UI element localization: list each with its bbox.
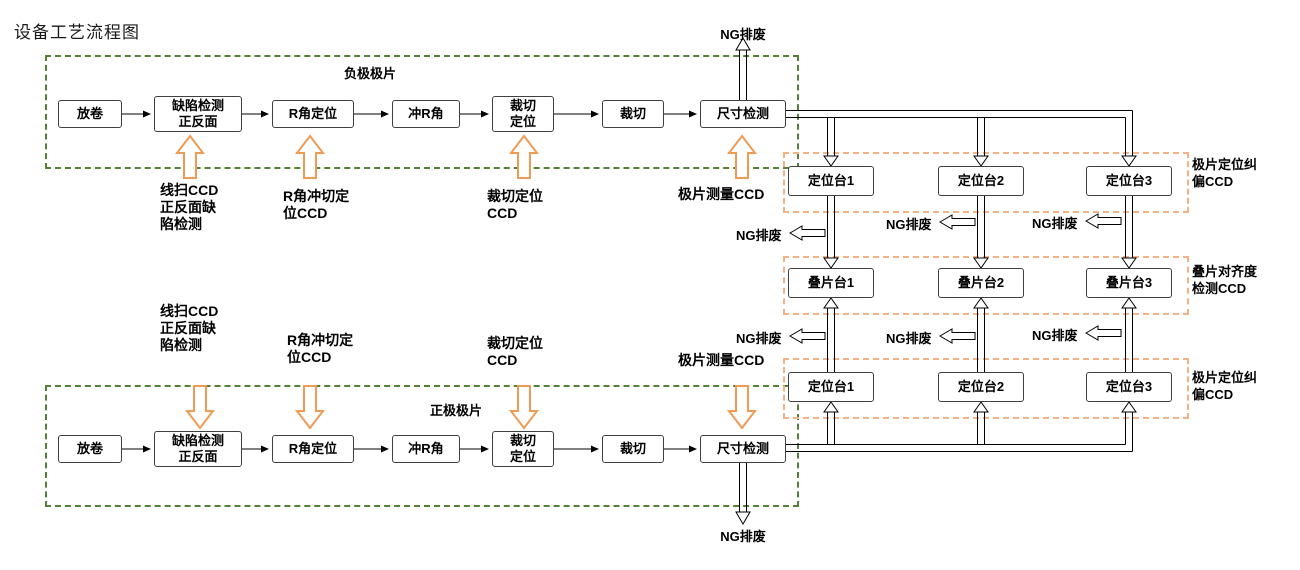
- transfer-pipes-top: [786, 110, 1137, 167]
- ccd-label-linescan-neg: 线扫CCD 正反面缺 陷检测: [160, 182, 219, 232]
- negative-section-frame: [45, 55, 799, 169]
- step-box-cut-position-pos: 裁切 定位: [492, 431, 554, 467]
- ng-label-pos1: NG排废: [736, 228, 782, 243]
- ng-left-arrow-icons: [789, 213, 1122, 344]
- positioning-table-bottom-3: 定位台3: [1086, 372, 1172, 402]
- stacking-table-1: 叠片台1: [788, 268, 874, 298]
- ccd-label-rcorner-pos: R角冲切定 位CCD: [287, 332, 354, 365]
- positioning-bottom-frame: [783, 358, 1189, 419]
- ccd-label-cut-neg: 裁切定位 CCD: [487, 188, 543, 221]
- positioning-table-top-1: 定位台1: [788, 166, 874, 196]
- step-box-cut-neg: 裁切: [602, 100, 664, 128]
- positioning-table-bottom-2: 定位台2: [938, 372, 1024, 402]
- ng-label-pos2: NG排废: [886, 217, 932, 232]
- step-box-size-inspect-neg: 尺寸检测: [700, 100, 786, 128]
- ccd-label-measure-neg: 极片测量CCD: [678, 186, 765, 202]
- step-box-rcorner-punch-neg: 冲R角: [392, 100, 460, 128]
- ng-label-stk3: NG排废: [1032, 328, 1078, 343]
- step-box-rcorner-punch-pos: 冲R角: [392, 435, 460, 463]
- pipes-positioning-to-stacking: [823, 196, 1137, 269]
- positioning-table-top-2: 定位台2: [938, 166, 1024, 196]
- ng-label-pos3: NG排废: [1032, 216, 1078, 231]
- ng-label-stk2: NG排废: [886, 331, 932, 346]
- ng-pipe-up-icon: [735, 37, 751, 100]
- step-box-cut-pos: 裁切: [602, 435, 664, 463]
- page-title: 设备工艺流程图: [14, 23, 140, 42]
- stacking-frame: [783, 256, 1189, 315]
- label-positioning-ccd-top: 极片定位纠 偏CCD: [1192, 157, 1258, 189]
- ng-label-top: NG排废: [720, 27, 766, 42]
- stacking-table-2: 叠片台2: [938, 268, 1024, 298]
- ccd-label-linescan-pos: 线扫CCD 正反面缺 陷检测: [160, 303, 219, 353]
- ccd-arrow-icons-positive: [184, 385, 758, 430]
- negative-section-label: 负极极片: [342, 63, 399, 82]
- pipes-bottom-to-stacking: [823, 297, 1137, 372]
- transfer-pipes-bottom: [786, 401, 1137, 452]
- step-box-defect-inspect-neg: 缺陷检测 正反面: [154, 96, 242, 132]
- positive-section-frame: [45, 385, 799, 507]
- ng-label-stk1: NG排废: [736, 331, 782, 346]
- step-box-cut-position-neg: 裁切 定位: [492, 96, 554, 132]
- step-box-unwind-pos: 放卷: [58, 435, 122, 463]
- positioning-table-bottom-1: 定位台1: [788, 372, 874, 402]
- ccd-label-measure-pos: 极片测量CCD: [678, 352, 765, 368]
- ccd-label-cut-pos: 裁切定位 CCD: [487, 335, 543, 368]
- ng-label-bottom: NG排废: [720, 529, 766, 544]
- stacking-table-3: 叠片台3: [1086, 268, 1172, 298]
- step-box-rcorner-position-pos: R角定位: [272, 435, 354, 463]
- label-stacking-alignment-ccd: 叠片对齐度 检测CCD: [1192, 264, 1258, 296]
- step-box-defect-inspect-pos: 缺陷检测 正反面: [154, 431, 242, 467]
- step-box-size-inspect-pos: 尺寸检测: [700, 435, 786, 463]
- step-box-unwind-neg: 放卷: [58, 100, 122, 128]
- positioning-table-top-3: 定位台3: [1086, 166, 1172, 196]
- ccd-label-rcorner-neg: R角冲切定 位CCD: [283, 188, 350, 221]
- positioning-top-frame: [783, 152, 1189, 213]
- ng-pipe-down-icon: [735, 463, 751, 525]
- step-box-rcorner-position-neg: R角定位: [272, 100, 354, 128]
- positive-section-label: 正极极片: [428, 400, 485, 419]
- ccd-arrow-icons-negative: [174, 134, 758, 179]
- label-positioning-ccd-bottom: 极片定位纠 偏CCD: [1192, 370, 1258, 402]
